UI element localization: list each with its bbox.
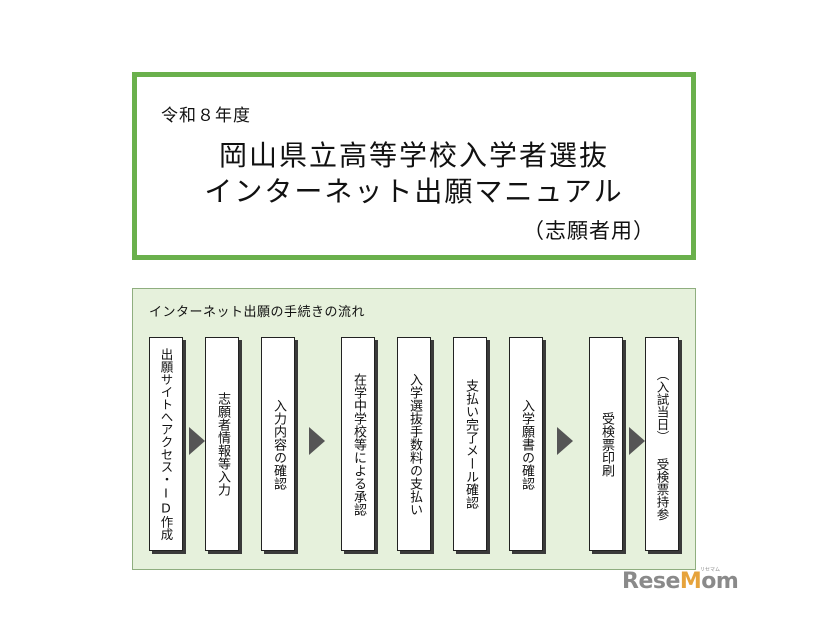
flow-arrow-icon [309, 427, 325, 455]
main-title-line-2: インターネット出願マニュアル [204, 175, 624, 208]
step-school-approval: 在学中学校等による承認 [341, 337, 375, 551]
flow-arrow-icon [629, 427, 645, 455]
step-access-site: 出願サイトへアクセス・ID作成 [149, 337, 183, 551]
flow-panel: インターネット出願の手続きの流れ 出願サイトへアクセス・ID作成 志願者情報等入… [132, 288, 696, 570]
step-bring-ticket: （入試当日） 受検票持参 [645, 337, 679, 551]
step-confirm-input: 入力内容の確認 [261, 337, 295, 551]
main-title-line-1: 岡山県立高等学校入学者選抜 [218, 139, 609, 172]
year-label: 令和８年度 [161, 106, 251, 126]
step-payment-mail: 支払い完了メール確認 [453, 337, 487, 551]
step-applicant-info: 志願者情報等入力 [205, 337, 239, 551]
flow-heading: インターネット出願の手続きの流れ [149, 305, 366, 320]
flow-arrow-icon [189, 427, 205, 455]
step-payment: 入学選抜手数料の支払い [397, 337, 431, 551]
title-box: 令和８年度 岡山県立高等学校入学者選抜 インターネット出願マニュアル （志願者用… [132, 72, 696, 260]
step-confirm-application: 入学願書の確認 [509, 337, 543, 551]
flow-arrow-icon [557, 427, 573, 455]
resemom-logo: ReseMom [622, 569, 739, 594]
step-print-ticket: 受検票印刷 [589, 337, 623, 551]
resemom-logo-sub: リセマム [700, 567, 721, 573]
audience-label: （志願者用） [523, 219, 655, 243]
